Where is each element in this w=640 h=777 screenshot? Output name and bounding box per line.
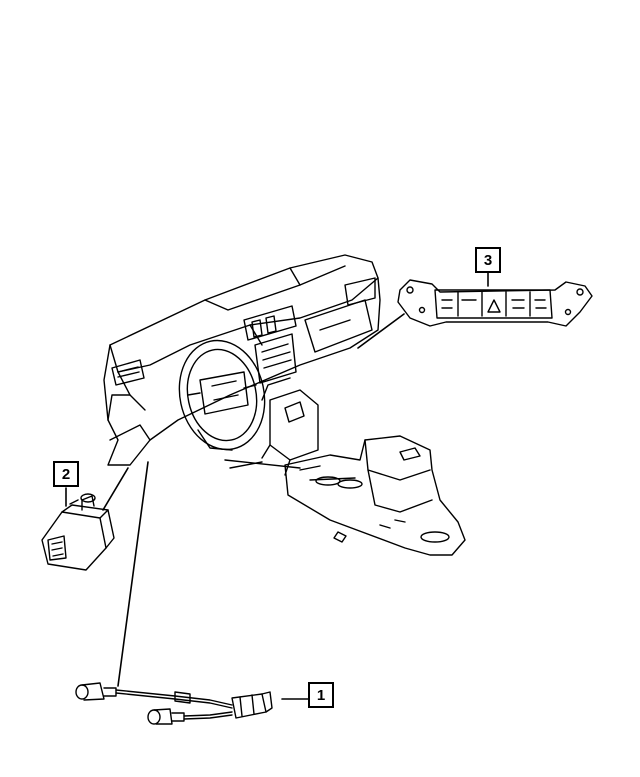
- callout-label-2: 2: [53, 461, 79, 487]
- leader-line-3b: [357, 313, 405, 349]
- wiring-harness-illustration: [75, 682, 273, 725]
- instrument-panel-illustration: [103, 254, 381, 466]
- callout-number-2: 2: [61, 465, 71, 483]
- switch-bank-illustration: [397, 279, 593, 327]
- floor-console-illustration: [284, 435, 466, 556]
- leader-lines: [65, 272, 489, 700]
- callout-number-3: 3: [483, 251, 493, 269]
- steering-wheel-illustration: [178, 339, 266, 451]
- leader-line-1b: [117, 461, 149, 687]
- callout-number-1: 1: [316, 686, 326, 704]
- leader-line-2: [102, 467, 129, 511]
- callout-label-1: 1: [308, 682, 334, 708]
- headlamp-switch-illustration: [41, 493, 115, 571]
- callout-label-3: 3: [475, 247, 501, 273]
